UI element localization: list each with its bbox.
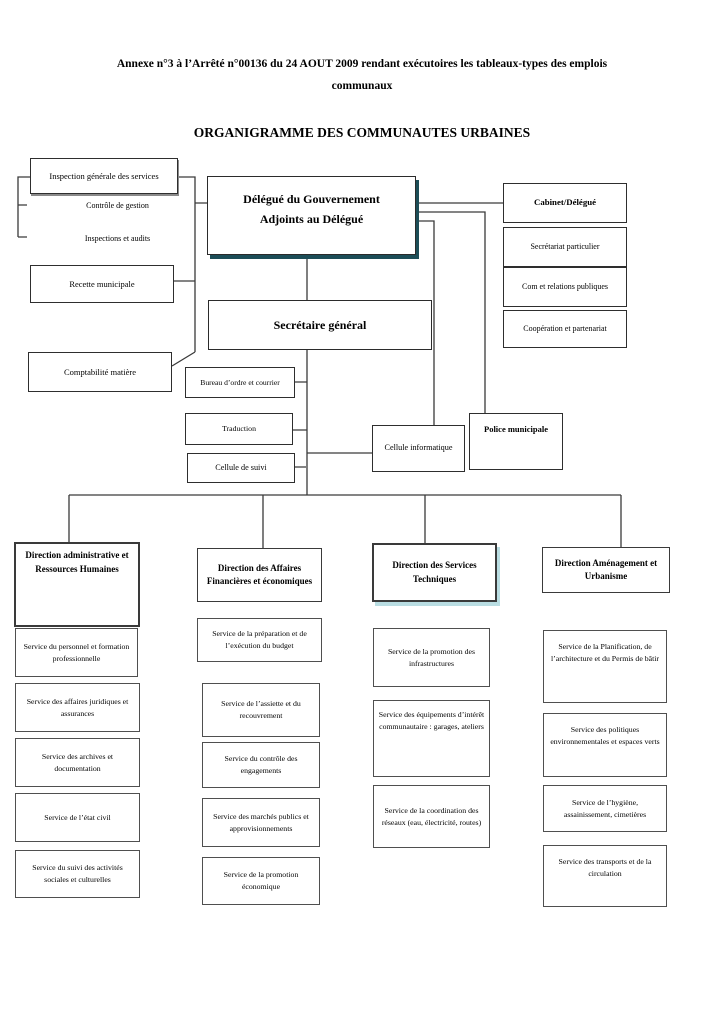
direction-finances-header: Direction des Affaires Financières et éc… (197, 548, 322, 602)
service-box: Service de la promotion économique (202, 857, 320, 905)
service-box: Service des marchés publics et approvisi… (202, 798, 320, 847)
service-box: Service de la promotion des infrastructu… (373, 628, 490, 687)
service-box: Service du personnel et formation profes… (15, 628, 138, 677)
service-box: Service de la préparation et de l’exécut… (197, 618, 322, 662)
cellule-suivi-box: Cellule de suivi (187, 453, 295, 483)
direction-services-techniques-header: Direction des Services Techniques (372, 543, 497, 602)
service-box: Service des transports et de la circulat… (543, 845, 667, 907)
service-box: Service de la Planification, de l’archit… (543, 630, 667, 703)
service-box: Service des affaires juridiques et assur… (15, 683, 140, 732)
traduction-box: Traduction (185, 413, 293, 445)
inspections-audits-label: Inspections et audits (84, 234, 151, 243)
controle-gestion-label: Contrôle de gestion (86, 201, 149, 210)
service-box: Service de la coordination des réseaux (… (373, 785, 490, 848)
service-box: Service du suivi des activités sociales … (15, 850, 140, 898)
service-box: Service des archives et documentation (15, 738, 140, 787)
comptabilite-matiere-box: Comptabilité matière (28, 352, 172, 392)
recette-municipale-box: Recette municipale (30, 265, 174, 303)
cellule-informatique-box: Cellule informatique (372, 425, 465, 472)
secretariat-particulier-box: Secrétariat particulier (503, 227, 627, 267)
service-box: Service de l’état civil (15, 793, 140, 842)
service-box: Service de l’hygiène, assainissement, ci… (543, 785, 667, 832)
service-box: Service des politiques environnementales… (543, 713, 667, 777)
direction-administrative-header: Direction administrative et Ressources H… (14, 542, 140, 627)
police-municipale-box: Police municipale (469, 413, 563, 470)
secretaire-general-box: Secrétaire général (208, 300, 432, 350)
delegue-line2: Adjoints au Délégué (259, 212, 364, 227)
service-box: Service du contrôle des engagements (202, 742, 320, 788)
direction-amenagement-header: Direction Aménagement et Urbanisme (542, 547, 670, 593)
cooperation-partenariat-box: Coopération et partenariat (503, 310, 627, 348)
service-box: Service de l’assiette et du recouvrement (202, 683, 320, 737)
annexe-title-line2: communaux (331, 80, 393, 92)
cabinet-delegue-box: Cabinet/Délégué (503, 183, 627, 223)
com-relations-publiques-box: Com et relations publiques (503, 267, 627, 307)
delegue-line1: Délégué du Gouvernement (243, 192, 380, 206)
inspection-generale-box: Inspection générale des services (30, 158, 178, 194)
service-box: Service des équipements d’intérêt commun… (373, 700, 490, 777)
delegue-gouvernement-box: Délégué du Gouvernement Adjoints au Délé… (207, 176, 416, 255)
page-title: ORGANIGRAMME DES COMMUNAUTES URBAINES (193, 125, 531, 140)
annexe-title-line1: Annexe n°3 à l’Arrêté n°00136 du 24 AOUT… (116, 58, 608, 70)
bureau-ordre-courrier-box: Bureau d’ordre et courrier (185, 367, 295, 398)
